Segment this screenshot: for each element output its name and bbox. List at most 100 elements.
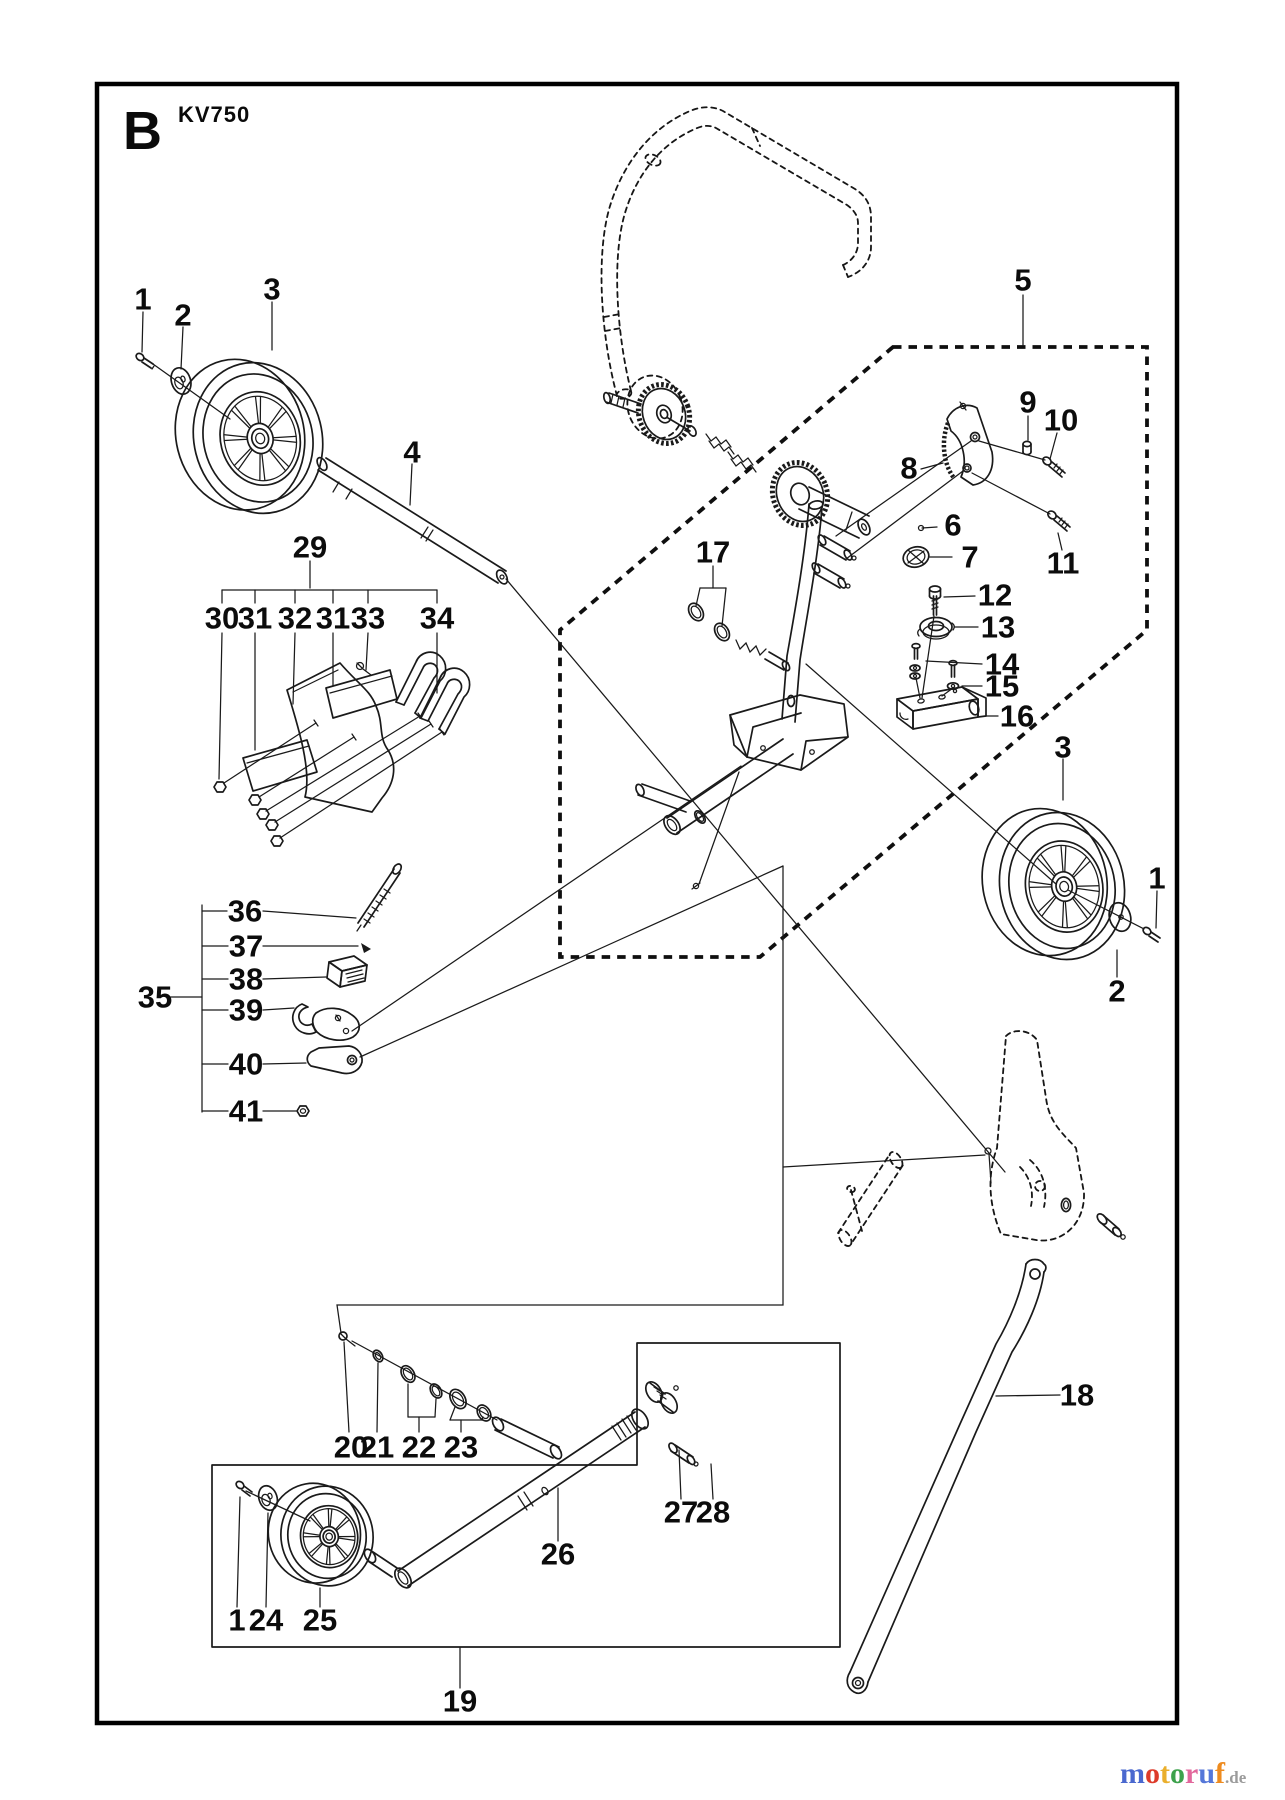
leader-line — [265, 1512, 269, 1608]
watermark-letter: o — [1170, 1757, 1185, 1790]
wheel-fasteners-right — [1108, 901, 1161, 943]
part-label-part-30: 30 — [205, 601, 239, 636]
belt-cover-arm-group — [837, 1030, 1126, 1695]
leader-line — [351, 765, 742, 1032]
part-label-part-3-wheel-right: 3 — [1054, 730, 1071, 765]
watermark-letter: r — [1185, 1757, 1199, 1790]
part-label-part-13: 13 — [981, 610, 1015, 645]
part-label-part-23: 23 — [444, 1430, 478, 1465]
leader-line — [152, 363, 231, 420]
leader-line — [1155, 890, 1158, 929]
wheels-layer — [174, 358, 1126, 1587]
leader-line — [180, 326, 184, 370]
leader-line — [925, 660, 983, 665]
part-label-part-1-wheel-left: 1 — [134, 282, 151, 317]
part-label-part-2-wheel-right: 2 — [1108, 974, 1125, 1009]
leader-line — [245, 1490, 311, 1522]
leader-line — [351, 1340, 498, 1421]
part-label-part-19: 19 — [443, 1684, 477, 1719]
chassis-sprocket-shaft — [769, 460, 871, 539]
part-label-part-9: 9 — [1019, 385, 1036, 420]
leader-line — [710, 1463, 714, 1500]
section-letter: B — [123, 101, 162, 161]
part-label-part-32: 32 — [278, 601, 312, 636]
leader-line — [1067, 889, 1145, 930]
part-label-part-37: 37 — [229, 929, 263, 964]
handle-lock-assembly-35-41 — [292, 863, 403, 1117]
leader-line — [782, 1154, 986, 1168]
part-label-part-24: 24 — [249, 1603, 284, 1638]
watermark-letter: m — [1120, 1757, 1145, 1790]
part-label-part-38: 38 — [229, 962, 263, 997]
part-label-part-34: 34 — [420, 601, 455, 636]
bracket-assembly-29-34 — [213, 651, 471, 847]
part-label-part-39: 39 — [229, 993, 263, 1028]
handle-sprocket-and-chain — [602, 374, 757, 473]
leader-line — [943, 595, 976, 598]
watermark-text: motoruf — [1120, 1757, 1225, 1790]
leader-line — [434, 1398, 437, 1418]
axle-4 — [316, 456, 509, 585]
leader-line — [505, 578, 1006, 1173]
part-label-part-12: 12 — [978, 578, 1012, 613]
leader-line — [1049, 432, 1058, 460]
part-label-part-8: 8 — [900, 451, 917, 486]
leader-line — [262, 976, 327, 980]
leader-lines-layer — [141, 294, 1158, 1689]
part-label-part-18: 18 — [1060, 1378, 1094, 1413]
part-label-part-40: 40 — [229, 1047, 263, 1082]
leader-line — [262, 910, 357, 919]
part-label-part-3-wheel-left: 3 — [263, 272, 280, 307]
leader-line — [805, 663, 1057, 885]
group-box-19 — [211, 1342, 841, 1648]
support-wheel-kit-group — [211, 1331, 841, 1648]
part-label-part-16: 16 — [1000, 699, 1034, 734]
watermark-suffix: .de — [1225, 1768, 1247, 1787]
wheel-fasteners-left — [135, 352, 192, 396]
leader-line — [336, 865, 784, 1334]
part-label-part-29: 29 — [293, 530, 327, 565]
part-label-part-2-wheel-left: 2 — [174, 298, 191, 333]
watermark-letter: o — [1145, 1757, 1160, 1790]
leader-line — [292, 632, 296, 705]
part-label-part-31-left: 31 — [238, 601, 272, 636]
leader-line — [343, 1341, 350, 1433]
watermark-letter: t — [1160, 1757, 1170, 1790]
leader-line — [359, 865, 784, 1058]
leader-line — [481, 1416, 484, 1421]
leader-line — [678, 1449, 682, 1500]
model-code: KV750 — [178, 102, 251, 127]
part-label-part-17: 17 — [696, 535, 730, 570]
part-label-part-1-wheel-bottom: 1 — [228, 1603, 245, 1638]
part-label-part-5-region: 5 — [1014, 263, 1031, 298]
wheel-front-left — [174, 358, 324, 515]
leader-line — [409, 463, 413, 506]
leader-line — [365, 632, 369, 671]
part-label-part-14: 14 — [985, 647, 1020, 682]
leader-line — [1057, 532, 1063, 551]
part-label-part-22: 22 — [402, 1430, 436, 1465]
part-label-part-26: 26 — [541, 1537, 575, 1572]
part-label-part-6: 6 — [944, 508, 961, 543]
part-label-part-1-wheel-right: 1 — [1148, 861, 1165, 896]
part-label-part-31-right: 31 — [316, 601, 350, 636]
leader-line — [376, 1362, 379, 1433]
part-label-part-35: 35 — [138, 980, 172, 1015]
part-label-part-33: 33 — [351, 601, 385, 636]
part-label-part-28: 28 — [696, 1495, 730, 1530]
part-label-part-10: 10 — [1044, 403, 1078, 438]
part-label-part-11: 11 — [1047, 546, 1080, 581]
watermark-logo: motoruf.de — [1120, 1757, 1246, 1791]
detail-region-5-outline — [558, 345, 1149, 959]
wheel-front-right — [981, 807, 1126, 961]
leader-line — [721, 587, 727, 627]
handlebar-reference-dashed — [600, 106, 872, 400]
leader-line — [262, 1007, 295, 1011]
wheel-support-small — [267, 1482, 374, 1587]
leader-line — [698, 771, 740, 885]
part-label-part-36: 36 — [228, 894, 262, 929]
page-border — [94, 81, 1180, 1726]
